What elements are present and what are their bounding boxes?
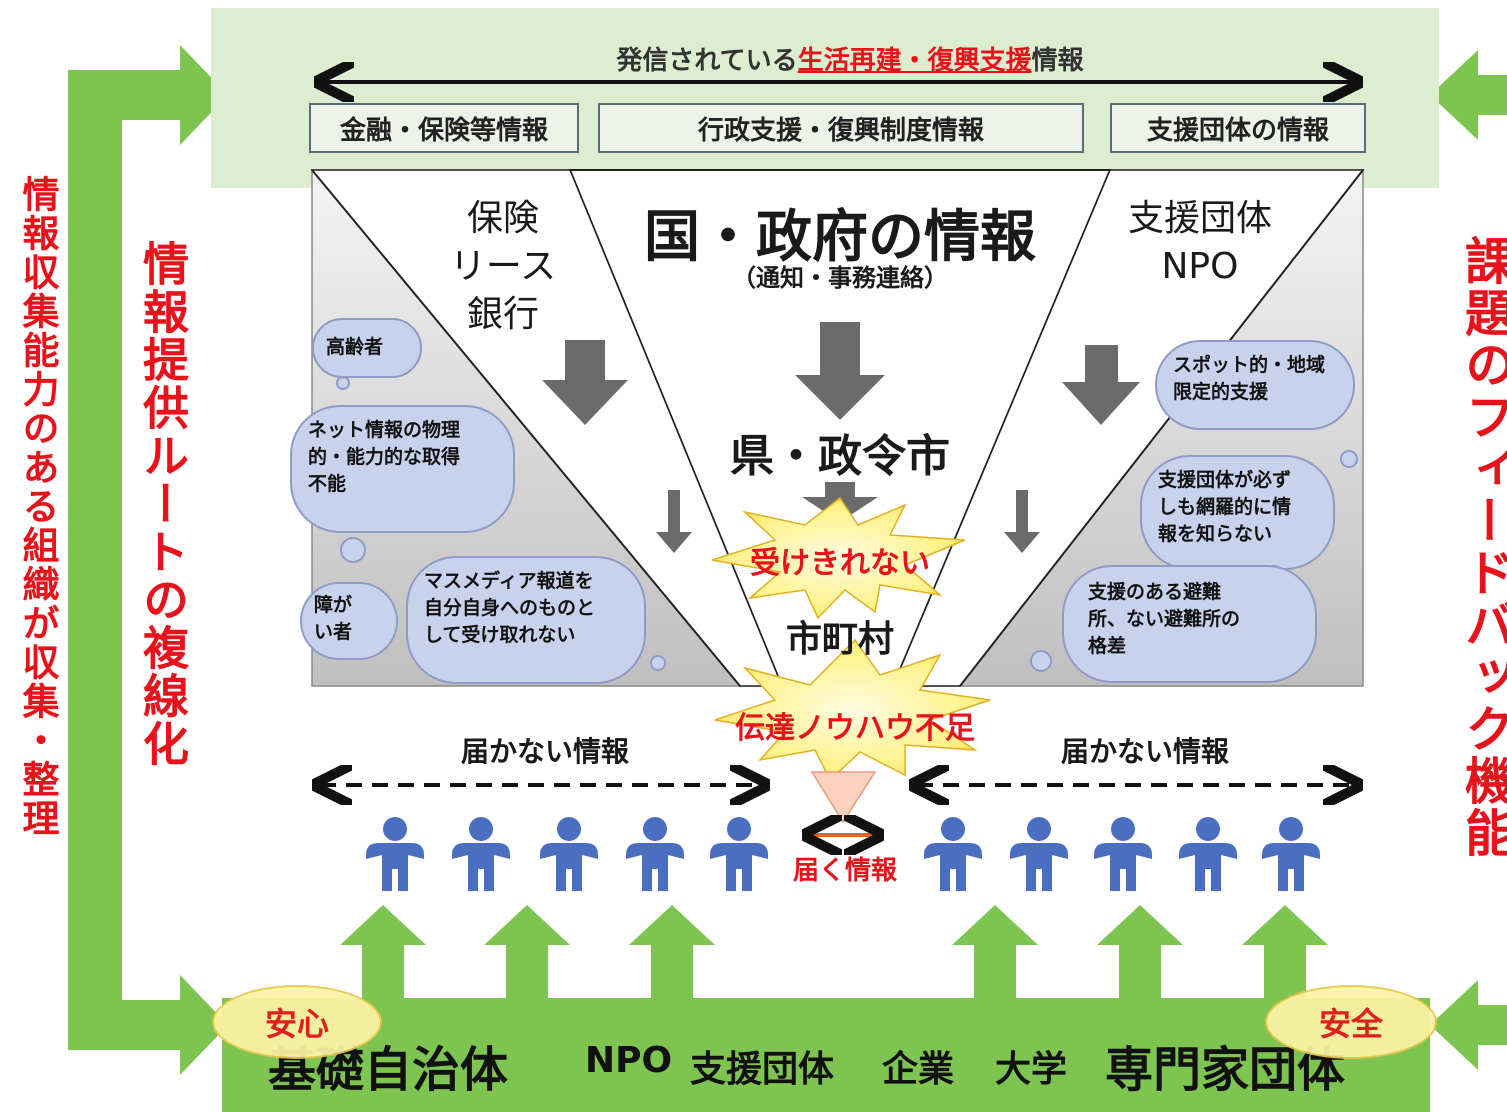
bottom-item-university: 大学 (995, 1049, 1068, 1090)
right-source-line: NPO (1161, 246, 1239, 287)
thought-bubble (650, 655, 666, 671)
bottom-item-npo: NPO (585, 1040, 673, 1081)
cloud-text: マスメディア報道を (424, 570, 594, 592)
municipality-label: 市町村 (785, 619, 894, 660)
unreached-info-left: 届かない情報 (460, 735, 629, 768)
right-source: 支援団体 NPO (1100, 195, 1300, 291)
burst-lower-label: 伝達ノウハウ不足 (735, 711, 975, 746)
cloud-text: 格差 (1088, 635, 1127, 657)
person-icon (1258, 815, 1324, 893)
cloud-text: 所、ない避難所の (1088, 608, 1241, 630)
burst-upper (711, 496, 966, 620)
badge-safety: 安全 (1265, 985, 1437, 1059)
thought-bubble (340, 537, 366, 563)
cloud-elderly: 高齢者 (312, 318, 422, 378)
admin-info-box: 行政支援・復興制度情報 (598, 103, 1084, 153)
right-label: 課題のフィードバック機能 (1457, 235, 1507, 859)
person-icon (706, 815, 772, 893)
left-source: 保険 リース 銀行 (418, 195, 588, 339)
thought-bubble (336, 376, 350, 390)
person-icon (1006, 815, 1072, 893)
person-icon (920, 815, 986, 893)
bottom-item-support-group: 支援団体 (690, 1049, 835, 1090)
title-suffix: 情報 (1031, 46, 1084, 76)
badge-reassurance: 安心 (212, 985, 382, 1059)
top-banner-bg (211, 8, 1439, 188)
cloud-text: 支援団体が必ず (1158, 469, 1292, 491)
person-icon (362, 815, 428, 893)
cloud-text: しも網羅的に情 (1158, 496, 1292, 518)
right-source-line: 支援団体 (1127, 198, 1272, 239)
funnel-drip (810, 771, 877, 824)
cloud-mass-media: マスメディア報道を 自分自身へのものと して受け取れない (406, 556, 646, 684)
cloud-text: スポット的・地域 (1173, 354, 1326, 376)
reached-info: 届く情報 (792, 856, 897, 886)
left-source-line: 保険 (466, 198, 539, 239)
cloud-text: 高齢者 (326, 336, 384, 358)
finance-info-box: 金融・保険等情報 (309, 103, 579, 153)
cloud-text: ネット情報の物理 (308, 419, 461, 441)
left-outer-label: 情報収集能力のある組織が収集・整理 (16, 175, 59, 838)
person-icon (622, 815, 688, 893)
thought-bubble (1030, 650, 1052, 672)
cloud-spot-support: スポット的・地域 限定的支援 (1155, 340, 1355, 430)
left-source-line: リース (449, 246, 557, 287)
left-source-line: 銀行 (466, 294, 539, 335)
top-banner-title: 発信されている生活再建・復興支援情報 (420, 40, 1280, 77)
cloud-net-info: ネット情報の物理 的・能力的な取得 不能 (290, 405, 515, 533)
up-arrows (340, 905, 1328, 1000)
cloud-text: 支援のある避難 (1088, 581, 1222, 603)
cloud-text: 障が (314, 594, 353, 616)
cloud-text: して受け取れない (424, 624, 576, 646)
burst-upper-label: 受けきれない (750, 546, 930, 581)
person-icon (1175, 815, 1241, 893)
green-loop-frame (68, 45, 228, 1075)
cloud-text: い者 (314, 621, 353, 643)
feedback-arrows (1430, 50, 1507, 1070)
support-group-info-box: 支援団体の情報 (1110, 103, 1366, 153)
cloud-text: 的・能力的な取得 (308, 446, 461, 468)
cloud-text: 限定的支援 (1173, 381, 1269, 403)
center-subtitle: （通知・事務連絡） (732, 264, 948, 292)
prefecture-label: 県・政令市 (730, 431, 950, 482)
title-highlight: 生活再建・復興支援 (797, 46, 1032, 76)
cloud-text: 不能 (308, 473, 347, 495)
cloud-shelter-gap: 支援のある避難 所、ない避難所の 格差 (1062, 565, 1317, 683)
left-inner-label: 情報提供ルートの複線化 (136, 240, 190, 768)
bottom-item-company: 企業 (882, 1049, 955, 1090)
bottom-bar-bg (222, 998, 1430, 1112)
person-icon (536, 815, 602, 893)
cloud-text: 報を知らない (1158, 523, 1273, 545)
person-icon (448, 815, 514, 893)
burst-lower (714, 638, 991, 782)
cloud-text: 自分自身へのものと (424, 597, 596, 619)
center-title: 国・政府の情報 (644, 205, 1036, 270)
thought-bubble (1340, 450, 1358, 468)
cloud-disabled: 障が い者 (300, 582, 398, 660)
cloud-groups-unaware: 支援団体が必ず しも網羅的に情 報を知らない (1140, 455, 1335, 570)
title-prefix: 発信されている (616, 46, 798, 76)
unreached-info-right: 届かない情報 (1060, 735, 1229, 768)
person-icon (1090, 815, 1156, 893)
